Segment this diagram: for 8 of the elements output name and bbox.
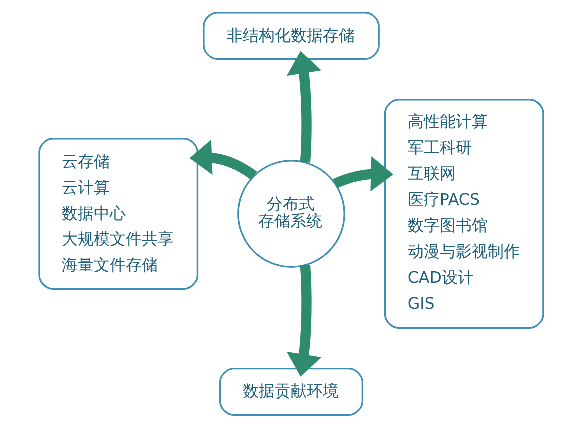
arrow	[189, 140, 257, 180]
node-box: 数据贡献环境	[218, 368, 364, 416]
arrow	[286, 265, 322, 377]
node-circle: 分布式存储系统	[237, 160, 345, 268]
node-box: 高性能计算 军工科研 互联网 医疗PACS 数字图书馆 动漫与影视制作 CAD设计 GIS	[384, 99, 544, 329]
arrow	[286, 51, 322, 163]
node-box: 非结构化数据存储	[202, 12, 380, 60]
node-box: 云存储 云计算 数据中心 大规模文件共享 海量文件存储	[38, 138, 198, 290]
